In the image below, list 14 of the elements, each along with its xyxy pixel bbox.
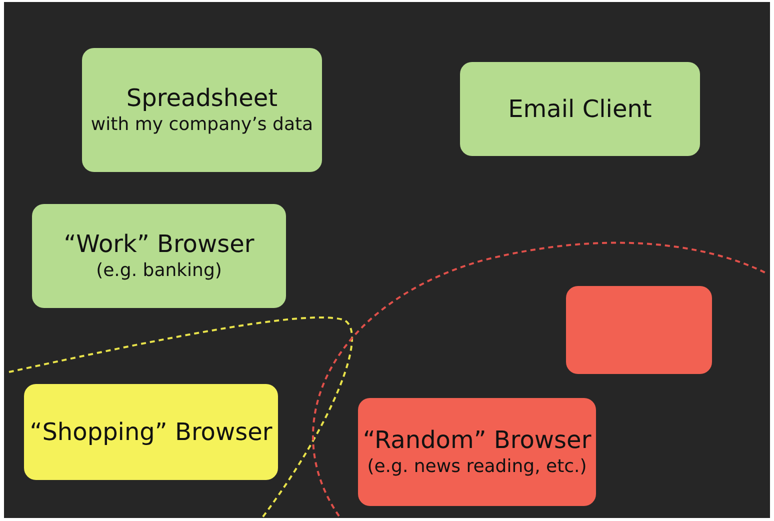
box-title: Email Client	[508, 94, 652, 124]
box-title: “Work” Browser	[64, 230, 254, 259]
empty-box	[566, 286, 712, 374]
box-subtitle: with my company’s data	[90, 112, 314, 136]
app-box	[82, 48, 322, 172]
box-subtitle: (e.g. news reading, etc.)	[367, 454, 587, 478]
app-box	[358, 398, 596, 506]
box-subtitle: (e.g. banking)	[96, 258, 222, 282]
app-box	[24, 384, 278, 480]
box-title: Spreadsheet	[126, 84, 278, 113]
app-box	[460, 62, 700, 156]
app-box	[32, 204, 286, 308]
box-title: “Random” Browser	[362, 426, 592, 455]
box-title: “Shopping” Browser	[30, 418, 272, 446]
